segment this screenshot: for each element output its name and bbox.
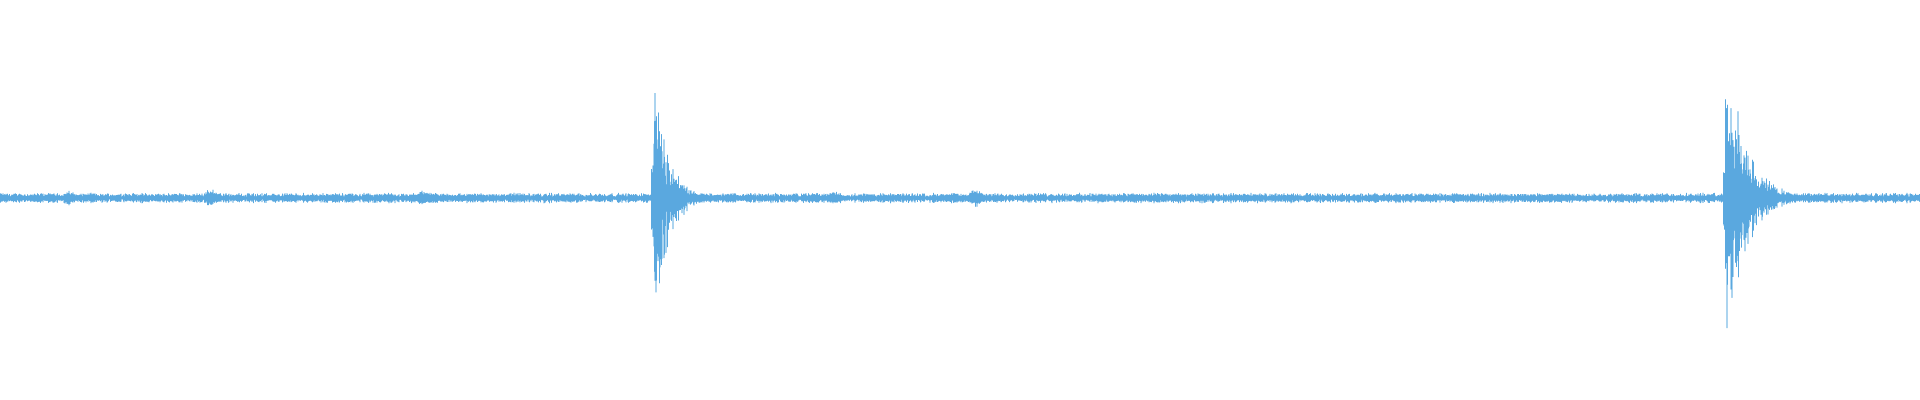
waveform-signal <box>0 93 1920 329</box>
